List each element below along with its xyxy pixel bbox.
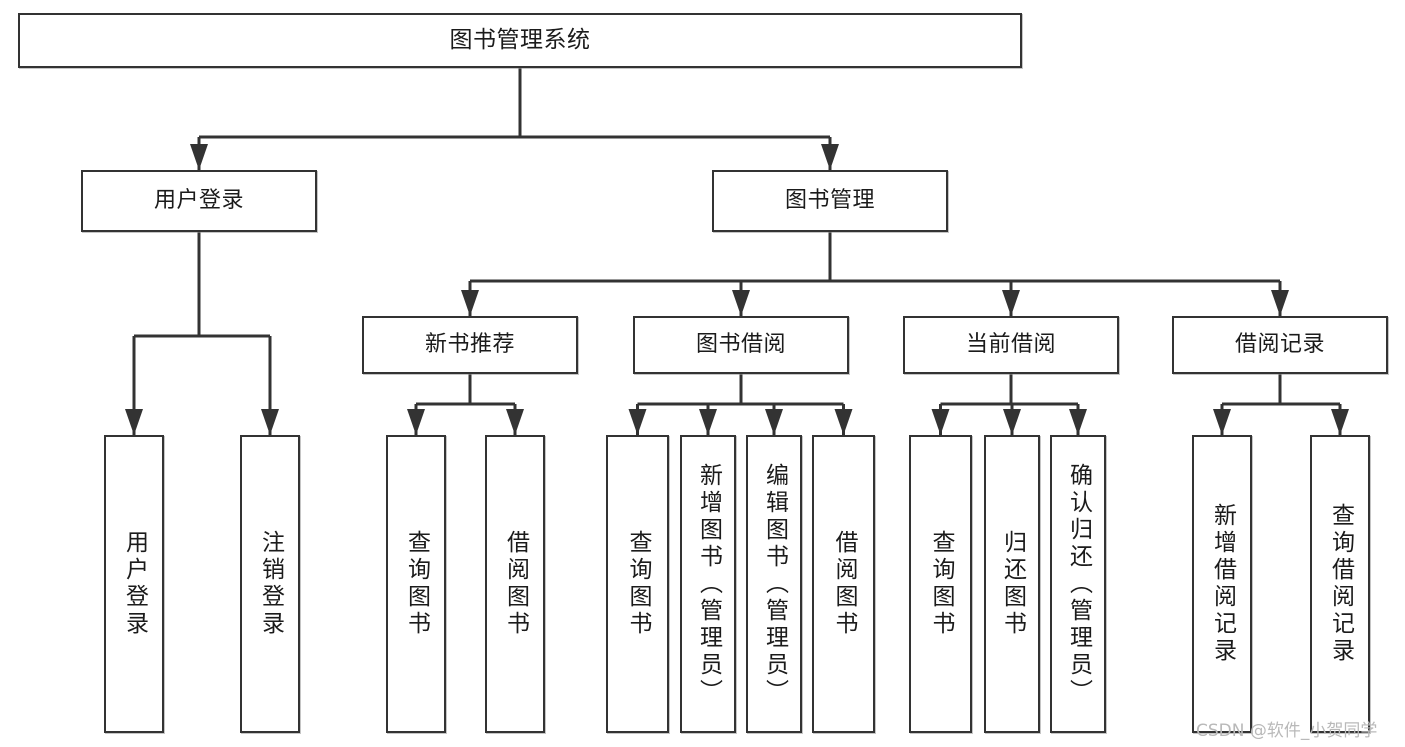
node-book-borrow[interactable]: 图书借阅 bbox=[633, 316, 849, 374]
node-borrow-record[interactable]: 借阅记录 bbox=[1172, 316, 1388, 374]
node-label: 用户登录 bbox=[153, 187, 244, 213]
node-label: 图书管理 bbox=[784, 187, 875, 213]
node-leaf-rec-query[interactable]: 查询图书 bbox=[386, 435, 446, 733]
node-label: 新增借阅记录 bbox=[1209, 503, 1236, 665]
node-label: 查询借阅记录 bbox=[1327, 503, 1354, 665]
node-leaf-bb-edit[interactable]: 编辑图书（管理员） bbox=[746, 435, 802, 733]
node-leaf-cb-return[interactable]: 归还图书 bbox=[984, 435, 1040, 733]
node-label: 借阅记录 bbox=[1234, 331, 1325, 357]
node-leaf-bb-query[interactable]: 查询图书 bbox=[606, 435, 669, 733]
node-label: 新书推荐 bbox=[424, 331, 515, 357]
node-label: 归还图书 bbox=[999, 530, 1026, 638]
node-leaf-br-add[interactable]: 新增借阅记录 bbox=[1192, 435, 1252, 733]
node-leaf-bb-borrow[interactable]: 借阅图书 bbox=[812, 435, 875, 733]
node-leaf-rec-borrow[interactable]: 借阅图书 bbox=[485, 435, 545, 733]
node-label: 图书借阅 bbox=[695, 331, 786, 357]
csdn-watermark: CSDN @软件_小贺同学 bbox=[1196, 721, 1378, 741]
node-leaf-br-query[interactable]: 查询借阅记录 bbox=[1310, 435, 1370, 733]
node-user-login[interactable]: 用户登录 bbox=[81, 170, 317, 232]
node-label: 用户登录 bbox=[121, 530, 148, 638]
node-leaf-cb-query[interactable]: 查询图书 bbox=[909, 435, 972, 733]
node-label: 借阅图书 bbox=[502, 530, 529, 638]
node-label: 注销登录 bbox=[257, 530, 284, 638]
node-leaf-user-login[interactable]: 用户登录 bbox=[104, 435, 164, 733]
node-leaf-cb-confirm[interactable]: 确认归还（管理员） bbox=[1050, 435, 1106, 733]
node-label: 查询图书 bbox=[403, 530, 430, 638]
node-label: 当前借阅 bbox=[965, 331, 1056, 357]
node-leaf-bb-add[interactable]: 新增图书（管理员） bbox=[680, 435, 736, 733]
node-label: 查询图书 bbox=[625, 530, 651, 638]
node-root[interactable]: 图书管理系统 bbox=[18, 13, 1022, 68]
node-book-manage[interactable]: 图书管理 bbox=[712, 170, 948, 232]
node-label: 查询图书 bbox=[928, 530, 954, 638]
node-label: 编辑图书（管理员） bbox=[761, 462, 788, 706]
node-label: 新增图书（管理员） bbox=[695, 462, 722, 706]
node-leaf-user-logout[interactable]: 注销登录 bbox=[240, 435, 300, 733]
node-current-borrow[interactable]: 当前借阅 bbox=[903, 316, 1119, 374]
node-label: 借阅图书 bbox=[831, 530, 857, 638]
node-label: 图书管理系统 bbox=[449, 26, 591, 53]
node-label: 确认归还（管理员） bbox=[1065, 462, 1092, 706]
node-new-book-rec[interactable]: 新书推荐 bbox=[362, 316, 578, 374]
